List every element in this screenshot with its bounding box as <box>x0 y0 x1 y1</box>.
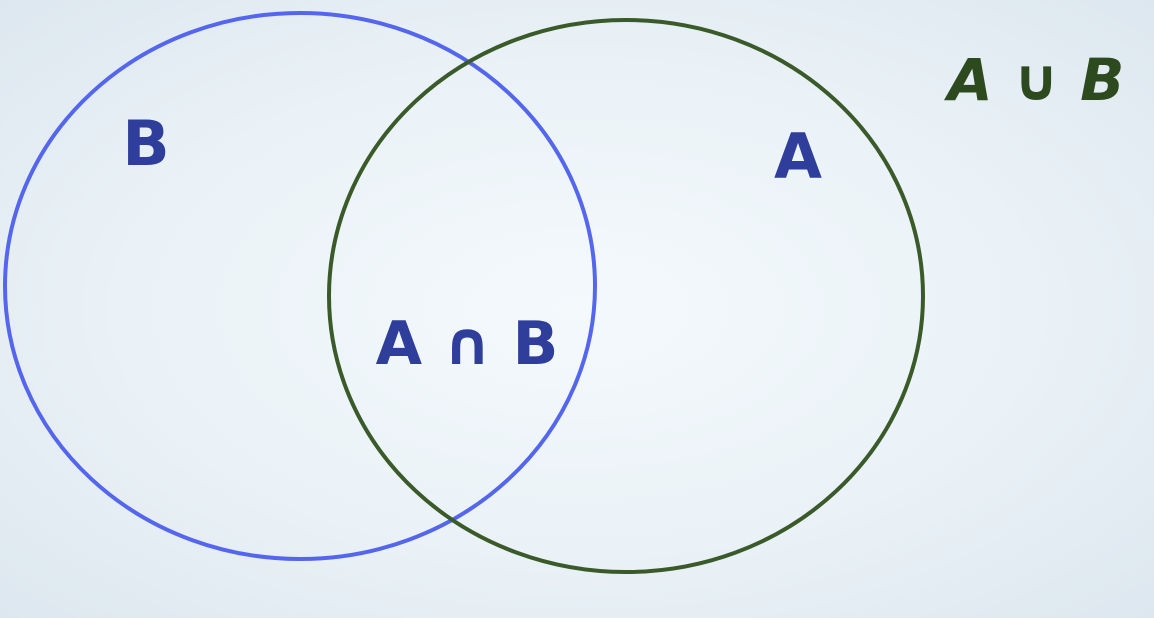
set-a-circle <box>327 18 925 574</box>
set-b-label: B <box>122 107 169 180</box>
set-b-circle <box>3 11 597 561</box>
set-a-label: A <box>774 120 822 193</box>
union-label: A ∪ B <box>944 46 1125 114</box>
intersection-label: A ∩ B <box>376 309 559 379</box>
